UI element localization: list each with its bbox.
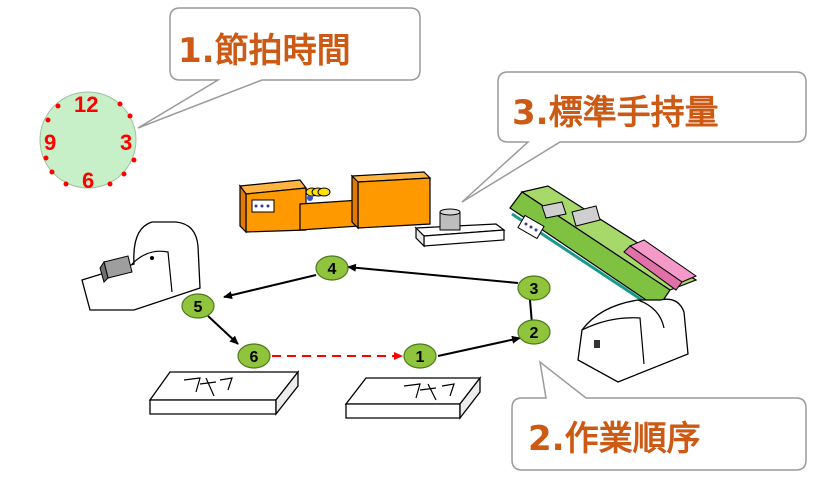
step-node-1: 1 (403, 343, 437, 369)
step-node-6: 6 (237, 343, 271, 369)
step-label-2: 2 (530, 325, 539, 342)
step-label-1: 1 (416, 349, 425, 366)
clock-digit-12: 12 (74, 92, 98, 117)
step-label-3: 3 (530, 281, 539, 298)
orange-machine (238, 171, 432, 234)
clock-digit-9: 9 (44, 130, 56, 155)
callout-label-standard-wip: 3.標準手持量 (512, 93, 719, 133)
pallet-right (344, 376, 482, 420)
left-cabinet-machine (81, 221, 201, 311)
callout-label-cycle-time: 1.節拍時間 (178, 31, 351, 71)
callout-bubble-work-sequence (511, 360, 807, 471)
clock-icon: 12 3 6 9 (39, 91, 137, 193)
green-machine (509, 185, 698, 314)
step-label-4: 4 (328, 261, 337, 278)
callout-label-work-sequence: 2.作業順序 (528, 419, 701, 459)
callout-work-sequence: 2.作業順序 (511, 360, 807, 471)
pallet-left (148, 370, 300, 416)
step-label-5: 5 (194, 299, 203, 316)
step-node-5: 5 (181, 293, 215, 319)
callout-bubble-standard-wip (461, 71, 807, 203)
arrow-3-to-4 (347, 263, 519, 284)
step-node-2: 2 (517, 319, 551, 345)
step-label-6: 6 (250, 349, 259, 366)
clock-digit-6: 6 (82, 168, 94, 193)
arrow-5-to-6 (207, 315, 239, 345)
callout-cycle-time: 1.節拍時間 (137, 7, 421, 129)
pink-part (623, 239, 698, 291)
arrow-4-to-5 (223, 274, 317, 300)
spring-icon (305, 187, 331, 201)
step-node-3: 3 (517, 275, 551, 301)
wip-tray (414, 208, 506, 248)
right-cabinet-machine (577, 298, 689, 383)
workflow-arrows (207, 263, 533, 360)
callout-standard-wip: 3.標準手持量 (461, 71, 807, 203)
callout-bubble-cycle-time (137, 7, 421, 129)
arrow-1-to-2 (437, 335, 521, 357)
step-node-4: 4 (315, 255, 349, 281)
clock-digit-3: 3 (120, 130, 132, 155)
